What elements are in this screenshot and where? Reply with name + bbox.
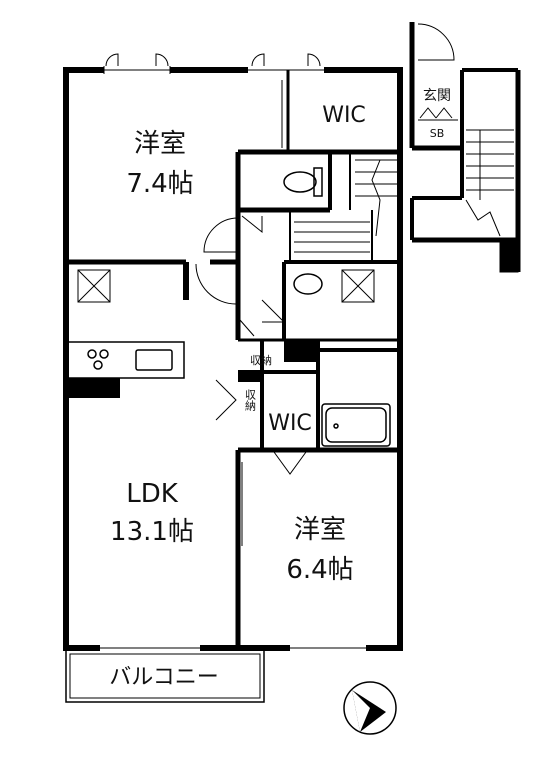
wall-blocks xyxy=(66,340,320,398)
doors xyxy=(195,215,307,475)
toilet-icon xyxy=(283,167,323,197)
wic-2-label: WIC xyxy=(268,411,312,436)
western-room-1-name: 洋室 xyxy=(134,129,186,159)
wic-1-label: WIC xyxy=(322,103,366,128)
bottom-windows xyxy=(100,645,366,651)
western-room-2-name: 洋室 xyxy=(294,515,346,545)
western-room-2-size: 6.4帖 xyxy=(286,555,353,585)
top-windows xyxy=(103,53,324,74)
entrance-label: 玄関 xyxy=(423,87,451,104)
north-arrow-icon xyxy=(343,681,397,735)
interior-walls xyxy=(66,70,400,648)
entrance-stairs xyxy=(465,129,514,237)
storage-1-label: 収納 xyxy=(250,354,272,367)
stairs xyxy=(294,159,398,253)
western-room-1-size: 7.4帖 xyxy=(126,169,193,199)
storage-2-label: 収納 xyxy=(244,389,257,412)
appliance-boxes xyxy=(77,269,375,303)
ldk-name: LDK xyxy=(126,479,179,509)
washbasin-icon xyxy=(293,273,323,295)
balcony-label: バルコニー xyxy=(109,665,219,690)
entrance-block xyxy=(409,22,521,273)
shoe-box-label: SB xyxy=(430,127,445,140)
bathtub-icon xyxy=(321,403,391,447)
kitchen-counter xyxy=(67,341,185,379)
ldk-size: 13.1帖 xyxy=(110,517,194,547)
